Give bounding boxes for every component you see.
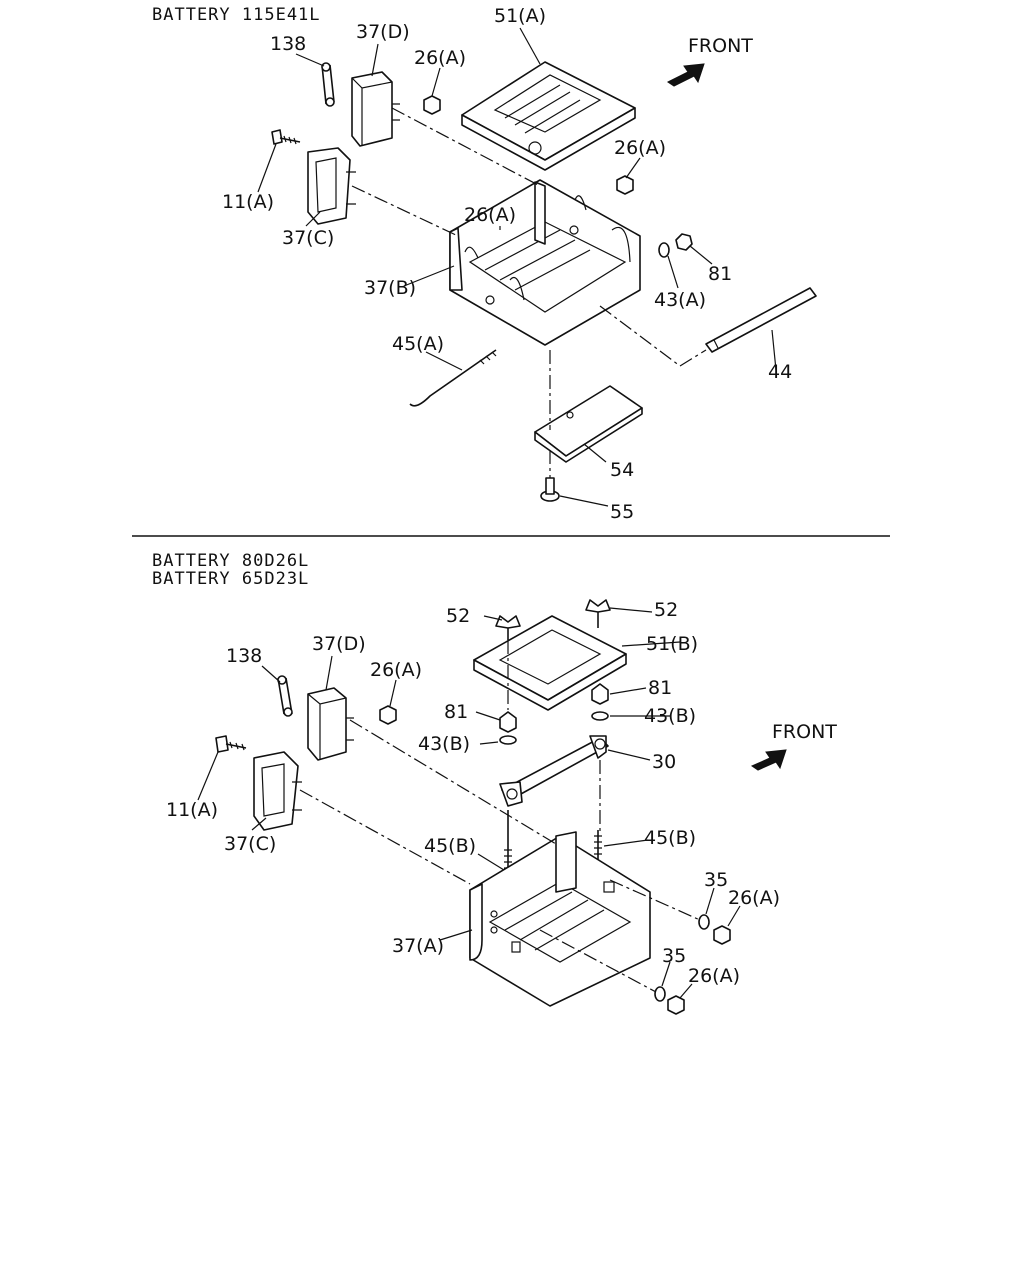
nut-26a bbox=[379, 705, 397, 725]
battery-tray-37a bbox=[469, 831, 651, 1007]
washer-35 bbox=[698, 914, 710, 930]
section-header: BATTERY 115E41L bbox=[152, 5, 321, 25]
callout-45b: 45(B) bbox=[424, 835, 476, 857]
callout-37c: 37(C) bbox=[224, 833, 276, 855]
battery-cover-51a bbox=[461, 61, 636, 171]
callout-26a: 26(A) bbox=[614, 137, 666, 159]
nut-81 bbox=[675, 233, 693, 251]
centerline bbox=[599, 305, 707, 367]
bracket-37d bbox=[307, 687, 354, 761]
callout-26a: 26(A) bbox=[414, 47, 466, 69]
centerline bbox=[349, 719, 557, 845]
bolt-55 bbox=[540, 477, 560, 502]
callout-26a: 26(A) bbox=[728, 887, 780, 909]
callout-45a: 45(A) bbox=[392, 333, 444, 355]
callout-51a: 51(A) bbox=[494, 5, 546, 27]
callout-55: 55 bbox=[610, 501, 634, 523]
centerline bbox=[351, 185, 459, 237]
rod-44 bbox=[705, 287, 817, 353]
nut-81 bbox=[499, 711, 517, 733]
rod-45b-thread bbox=[504, 849, 512, 869]
centerline bbox=[391, 107, 541, 187]
callout-37b: 37(B) bbox=[364, 277, 416, 299]
callout-11a: 11(A) bbox=[222, 191, 274, 213]
washer-43a bbox=[658, 242, 670, 258]
leader-lines bbox=[197, 607, 741, 999]
section-battery-115e41l: BATTERY 115E41L FRONT bbox=[152, 5, 817, 523]
bolt-11a bbox=[271, 129, 301, 145]
washer-43b bbox=[591, 711, 609, 721]
clamp-37c bbox=[307, 147, 356, 225]
callout-138: 138 bbox=[226, 645, 262, 667]
callout-51b: 51(B) bbox=[646, 633, 698, 655]
callout-26a: 26(A) bbox=[688, 965, 740, 987]
section-battery-80d26l-65d23l: BATTERY 80D26L BATTERY 65D23L FRONT bbox=[152, 551, 837, 1015]
callout-26a: 26(A) bbox=[464, 204, 516, 226]
callout-30: 30 bbox=[652, 751, 676, 773]
battery-cover-51b bbox=[473, 615, 627, 711]
callout-44: 44 bbox=[768, 361, 792, 383]
callout-45b: 45(B) bbox=[644, 827, 696, 849]
nut-26a-2 bbox=[616, 175, 634, 195]
front-arrow-icon bbox=[750, 749, 787, 771]
nut-81 bbox=[591, 683, 609, 705]
washer-35 bbox=[654, 986, 666, 1002]
washer-43b bbox=[499, 735, 517, 745]
section-header: BATTERY 80D26L bbox=[152, 551, 309, 571]
battery-tray bbox=[449, 179, 641, 346]
wing-bolt-52 bbox=[495, 615, 521, 640]
front-label: FRONT bbox=[688, 35, 753, 57]
callout-43a: 43(A) bbox=[654, 289, 706, 311]
callout-26a: 26(A) bbox=[370, 659, 422, 681]
callout-138: 138 bbox=[270, 33, 306, 55]
callout-37d: 37(D) bbox=[356, 21, 410, 43]
centerline bbox=[539, 929, 657, 993]
nut-26a-1 bbox=[423, 95, 441, 115]
wing-bolt-52 bbox=[585, 599, 611, 628]
callout-52: 52 bbox=[654, 599, 678, 621]
leader-lines bbox=[257, 27, 777, 507]
centerline bbox=[609, 879, 701, 921]
callout-81: 81 bbox=[708, 263, 732, 285]
nut-26a bbox=[667, 995, 685, 1015]
nut-26a bbox=[713, 925, 731, 945]
rod-45b-thread bbox=[594, 835, 602, 855]
hook-bolt-45a bbox=[409, 349, 497, 407]
callout-35: 35 bbox=[704, 869, 728, 891]
callout-35: 35 bbox=[662, 945, 686, 967]
section-header: BATTERY 65D23L bbox=[152, 569, 309, 589]
callout-52: 52 bbox=[446, 605, 470, 627]
hook-bolt-138 bbox=[277, 675, 293, 717]
callout-54: 54 bbox=[610, 459, 634, 481]
callout-43b: 43(B) bbox=[644, 705, 696, 727]
bracket-37d bbox=[351, 71, 400, 147]
clamp-37c bbox=[253, 751, 302, 831]
callout-81: 81 bbox=[648, 677, 672, 699]
callout-37c: 37(C) bbox=[282, 227, 334, 249]
callout-43b: 43(B) bbox=[418, 733, 470, 755]
plate-54 bbox=[534, 385, 643, 463]
front-arrow-icon bbox=[667, 63, 705, 87]
bolt-11a bbox=[215, 735, 247, 753]
holddown-bar-30 bbox=[499, 735, 609, 807]
callout-37a: 37(A) bbox=[392, 935, 444, 957]
hook-bolt-138 bbox=[321, 62, 335, 107]
callout-81: 81 bbox=[444, 701, 468, 723]
centerline bbox=[299, 789, 471, 885]
callout-37d: 37(D) bbox=[312, 633, 366, 655]
callout-11a: 11(A) bbox=[166, 799, 218, 821]
front-label: FRONT bbox=[772, 721, 837, 743]
